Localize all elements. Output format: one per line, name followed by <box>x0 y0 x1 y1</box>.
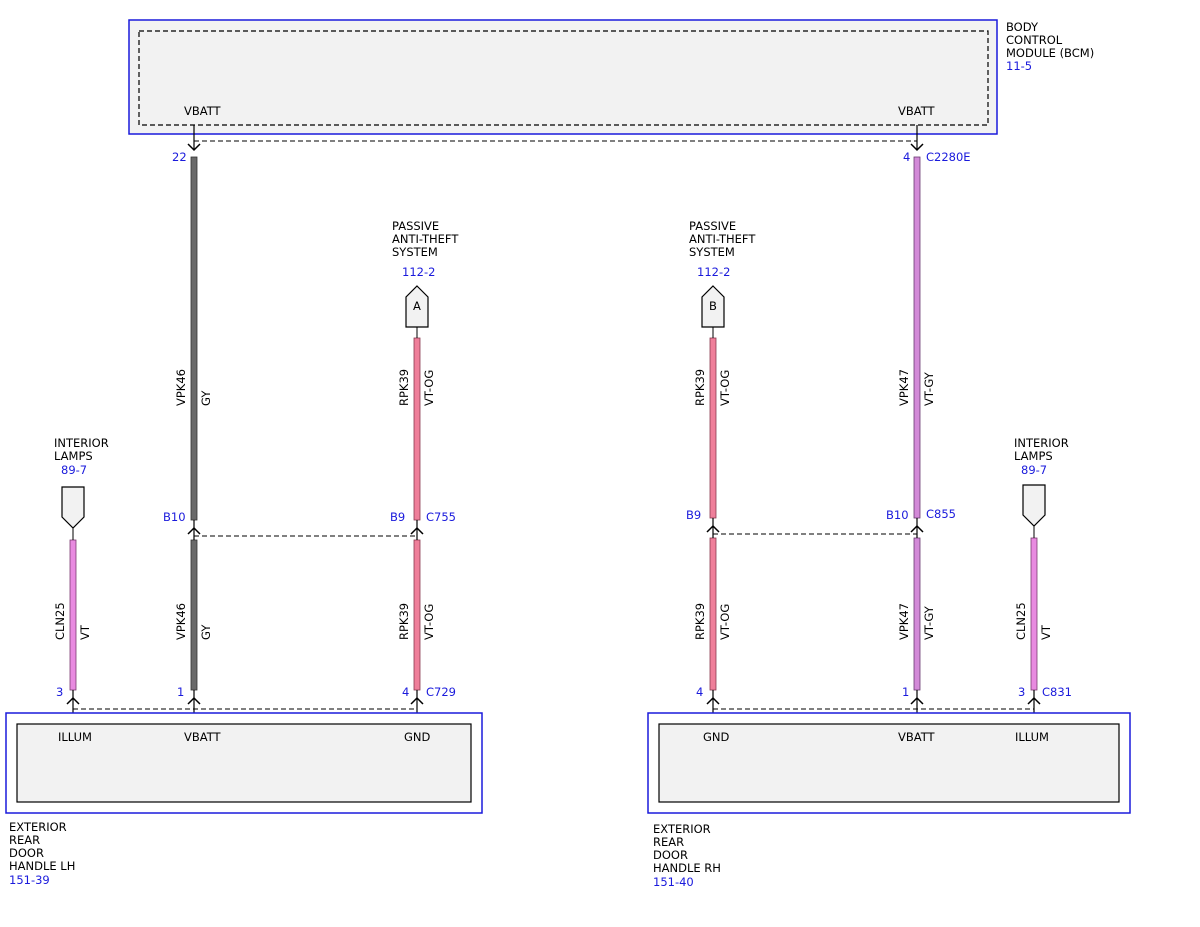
bcm-name-line1: BODY <box>1006 20 1039 34</box>
interior-lamps-left-line1: INTERIOR <box>54 436 109 450</box>
wire-vpk47-upper[interactable] <box>913 156 921 519</box>
interior-lamps-left-ref[interactable]: 89-7 <box>61 463 87 477</box>
handle-lh-pin-gnd: GND <box>404 730 431 744</box>
connector-chevron-icon <box>910 143 924 152</box>
handle-rh-inner <box>658 723 1120 803</box>
wire-color-gy-upper: GY <box>199 390 213 406</box>
bcm-name-line2: CONTROL <box>1006 33 1063 47</box>
pin-b9-left: B9 <box>390 510 405 524</box>
wire-label-rpk39-lower-right: RPK39 <box>693 603 707 640</box>
connector-c855[interactable]: C855 <box>926 507 956 521</box>
wire-cln25-left[interactable] <box>69 539 77 691</box>
wire-color-vtog-lower-right: VT-OG <box>718 604 732 640</box>
wire-label-vpk47-lower: VPK47 <box>897 603 911 640</box>
handle-lh-inner <box>16 723 472 803</box>
interior-lamps-right-flag-icon[interactable] <box>1022 484 1046 527</box>
pin-rh-vbatt: 1 <box>902 685 909 699</box>
bcm-module[interactable] <box>128 19 998 135</box>
handle-rh-name-line2: REAR <box>653 835 684 849</box>
wire-color-vtog-lower-left: VT-OG <box>422 604 436 640</box>
handle-rh-ref[interactable]: 151-40 <box>653 875 694 889</box>
bcm-inner-dashed <box>138 30 989 126</box>
handle-rh-name-line3: DOOR <box>653 848 688 862</box>
pats-right-ref[interactable]: 112-2 <box>697 265 730 279</box>
wire-vpk46-upper[interactable] <box>190 156 198 521</box>
wire-rpk39-lower-right[interactable] <box>709 537 717 691</box>
handle-lh-name-line2: REAR <box>9 833 40 847</box>
pats-left-line3: SYSTEM <box>392 245 438 259</box>
interior-lamps-left-flag-icon[interactable] <box>61 486 85 529</box>
pin-lh-illum: 3 <box>56 685 63 699</box>
bcm-pin-vbatt-left: VBATT <box>184 104 222 118</box>
pin-b9-right: B9 <box>686 508 701 522</box>
wire-color-vtgy-upper: VT-GY <box>922 371 936 406</box>
interior-lamps-right-ref[interactable]: 89-7 <box>1021 463 1047 477</box>
bcm-name-line3: MODULE (BCM) <box>1006 46 1094 60</box>
pin-22: 22 <box>172 150 187 164</box>
wire-color-gy-lower: GY <box>199 624 213 640</box>
handle-rh-pin-gnd: GND <box>703 730 730 744</box>
pats-flag-b-letter: B <box>709 299 717 313</box>
door-handle-lh-module[interactable] <box>5 712 483 814</box>
handle-lh-name-line3: DOOR <box>9 846 44 860</box>
wire-vpk46-lower[interactable] <box>190 539 198 691</box>
wire-color-vt-right: VT <box>1039 624 1053 640</box>
handle-lh-pin-illum: ILLUM <box>58 730 92 744</box>
pin-lh-gnd: 4 <box>402 685 409 699</box>
pats-left-line2: ANTI-THEFT <box>392 232 459 246</box>
wire-color-vt-left: VT <box>78 624 92 640</box>
wire-vpk47-lower[interactable] <box>913 537 921 691</box>
pats-left-line1: PASSIVE <box>392 219 439 233</box>
handle-rh-pin-vbatt: VBATT <box>898 730 936 744</box>
wire-rpk39-upper-right[interactable] <box>709 337 717 519</box>
pats-right-line3: SYSTEM <box>689 245 735 259</box>
pin-4-c2280e: 4 <box>903 150 910 164</box>
handle-lh-name-line4: HANDLE LH <box>9 859 75 873</box>
bcm-outline <box>128 19 998 135</box>
pats-flag-a-letter: A <box>413 299 421 313</box>
bcm-ref[interactable]: 11-5 <box>1006 59 1032 73</box>
handle-lh-name-line1: EXTERIOR <box>9 820 67 834</box>
interior-lamps-right-line2: LAMPS <box>1014 449 1053 463</box>
pin-b10-right: B10 <box>886 508 909 522</box>
wire-rpk39-upper-left[interactable] <box>413 337 421 521</box>
wire-label-vpk46-upper: VPK46 <box>174 369 188 406</box>
wire-cln25-right[interactable] <box>1030 537 1038 691</box>
wire-label-cln25-left: CLN25 <box>53 602 67 640</box>
pin-rh-gnd: 4 <box>696 685 703 699</box>
wire-label-cln25-right: CLN25 <box>1014 602 1028 640</box>
bcm-pin-vbatt-right: VBATT <box>898 104 936 118</box>
pin-rh-illum: 3 <box>1018 685 1025 699</box>
connector-c729[interactable]: C729 <box>426 685 456 699</box>
handle-rh-pin-illum: ILLUM <box>1015 730 1049 744</box>
wire-color-vtog-upper-right: VT-OG <box>718 370 732 406</box>
door-handle-rh-module[interactable] <box>647 712 1131 814</box>
handle-lh-pin-vbatt: VBATT <box>184 730 222 744</box>
connector-c2280e[interactable]: C2280E <box>926 150 971 164</box>
connector-chevron-icon <box>187 143 201 152</box>
wire-label-rpk39-lower-left: RPK39 <box>397 603 411 640</box>
handle-rh-name-line1: EXTERIOR <box>653 822 711 836</box>
wire-label-vpk47-upper: VPK47 <box>897 369 911 406</box>
interior-lamps-right-line1: INTERIOR <box>1014 436 1069 450</box>
wire-color-vtgy-lower: VT-GY <box>922 605 936 640</box>
wire-label-rpk39-upper-right: RPK39 <box>693 369 707 406</box>
interior-lamps-left-line2: LAMPS <box>54 449 93 463</box>
pats-right-line1: PASSIVE <box>689 219 736 233</box>
handle-rh-name-line4: HANDLE RH <box>653 861 721 875</box>
pin-b10-left: B10 <box>163 510 186 524</box>
connector-c755[interactable]: C755 <box>426 510 456 524</box>
wire-label-vpk46-lower: VPK46 <box>174 603 188 640</box>
handle-lh-ref[interactable]: 151-39 <box>9 873 50 887</box>
pats-left-ref[interactable]: 112-2 <box>402 265 435 279</box>
wire-label-rpk39-upper-left: RPK39 <box>397 369 411 406</box>
pats-right-line2: ANTI-THEFT <box>689 232 756 246</box>
wire-color-vtog-upper-left: VT-OG <box>422 370 436 406</box>
connector-c831[interactable]: C831 <box>1042 685 1072 699</box>
pin-lh-vbatt: 1 <box>177 685 184 699</box>
wire-rpk39-lower-left[interactable] <box>413 539 421 691</box>
